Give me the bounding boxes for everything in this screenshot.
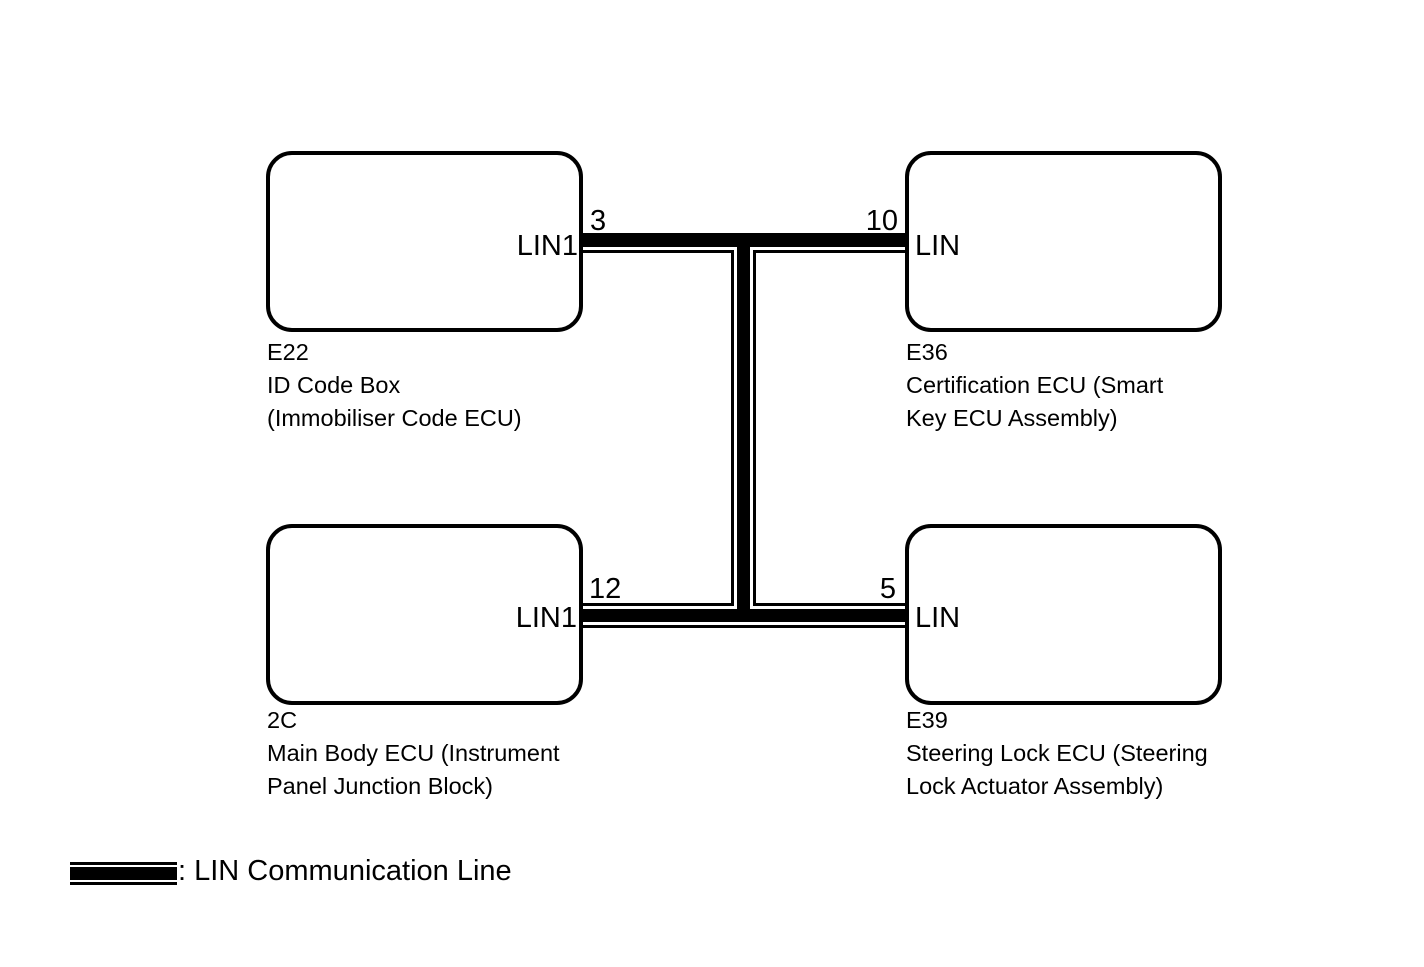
ecu-box-e36 bbox=[905, 151, 1222, 332]
port-label-e39: LIN bbox=[915, 602, 961, 634]
caption-line: Steering Lock ECU (Steering bbox=[906, 740, 1208, 766]
ecu-box-e22 bbox=[266, 151, 583, 332]
ecu-box-e39 bbox=[905, 524, 1222, 705]
lin-trunk-thin-right bbox=[753, 250, 756, 606]
lin-bottom-wire-thin-lower bbox=[583, 625, 905, 628]
port-label-e22: LIN1 bbox=[516, 230, 578, 262]
caption-line: ID Code Box bbox=[267, 372, 401, 398]
caption-2c: 2C Main Body ECU (Instrument Panel Junct… bbox=[267, 704, 560, 803]
caption-line: Panel Junction Block) bbox=[267, 773, 493, 799]
caption-line: Key ECU Assembly) bbox=[906, 405, 1118, 431]
pin-number-e22: 3 bbox=[590, 205, 607, 237]
lin-trunk-thick bbox=[737, 233, 750, 622]
caption-e36: E36 Certification ECU (Smart Key ECU Ass… bbox=[906, 336, 1163, 435]
legend-label: : LIN Communication Line bbox=[178, 855, 512, 887]
lin-trunk-gap-left bbox=[734, 247, 737, 609]
caption-line: (Immobiliser Code ECU) bbox=[267, 405, 522, 431]
pin-number-2c: 12 bbox=[589, 573, 622, 605]
caption-code: E36 bbox=[906, 339, 948, 365]
lin-trunk-thin-left bbox=[731, 250, 734, 606]
pin-number-e39: 5 bbox=[879, 573, 896, 605]
lin-trunk-gap-right bbox=[750, 247, 753, 609]
caption-line: Lock Actuator Assembly) bbox=[906, 773, 1164, 799]
lin-line-swatch-bar bbox=[70, 867, 177, 880]
lin-line-swatch bbox=[70, 862, 177, 885]
caption-e22: E22 ID Code Box (Immobiliser Code ECU) bbox=[267, 336, 522, 435]
caption-code: 2C bbox=[267, 707, 298, 733]
port-label-e36: LIN bbox=[915, 230, 961, 262]
caption-code: E22 bbox=[267, 339, 309, 365]
port-label-2c: LIN1 bbox=[515, 602, 577, 634]
caption-e39: E39 Steering Lock ECU (Steering Lock Act… bbox=[906, 704, 1208, 803]
caption-line: Main Body ECU (Instrument bbox=[267, 740, 560, 766]
pin-number-e36: 10 bbox=[865, 205, 898, 237]
caption-code: E39 bbox=[906, 707, 948, 733]
ecu-box-2c bbox=[266, 524, 583, 705]
caption-line: Certification ECU (Smart bbox=[906, 372, 1164, 398]
